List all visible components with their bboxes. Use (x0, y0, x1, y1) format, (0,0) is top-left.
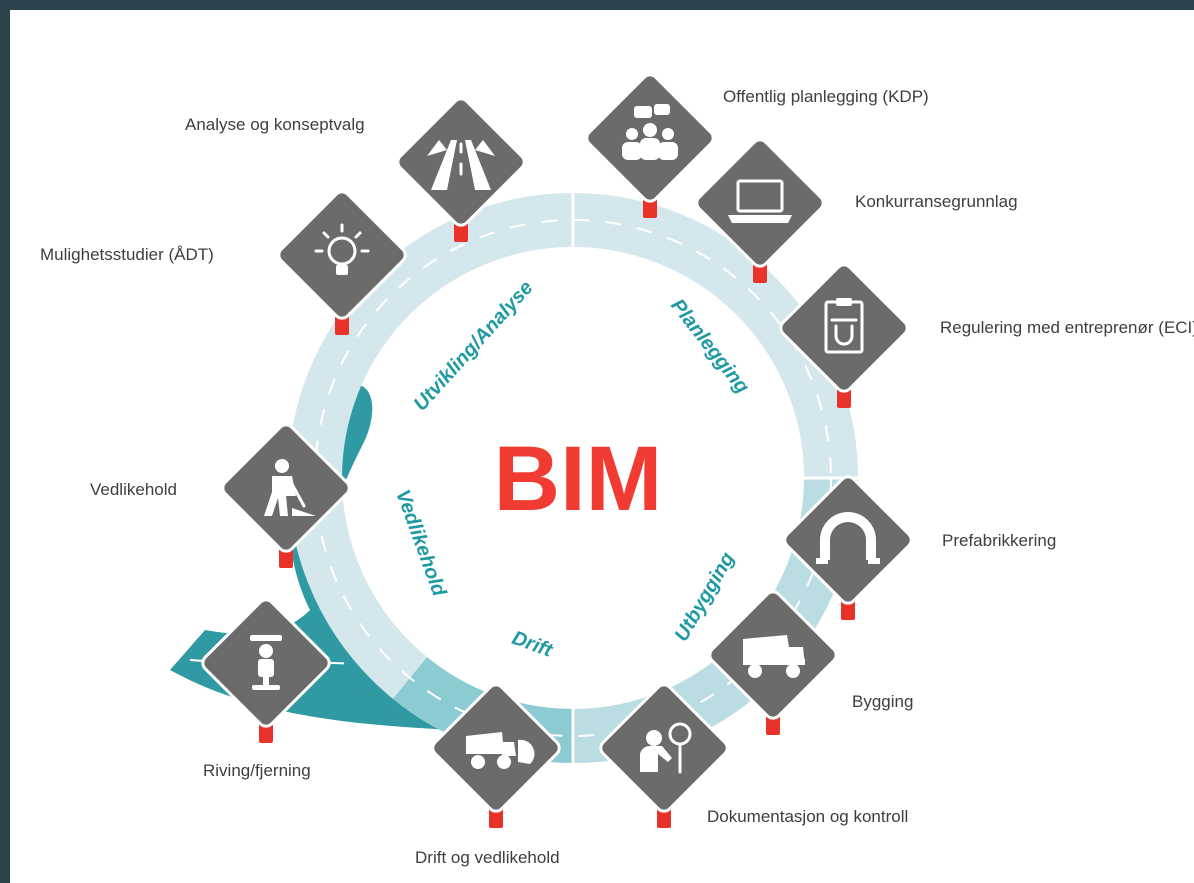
step-drift (431, 683, 561, 828)
laptop-icon (728, 179, 792, 223)
step-label-analyse: Analyse og konseptvalg (185, 115, 365, 134)
sign-face (277, 190, 407, 320)
step-vedlikehold (221, 423, 351, 568)
center-title: BIM (494, 428, 663, 530)
step-prefabrikkering (783, 475, 913, 620)
step-bygging (708, 590, 838, 735)
dump-truck-icon (743, 635, 805, 678)
road-worker-icon (264, 459, 316, 516)
step-label-drift: Drift og vedlikehold (415, 848, 560, 867)
step-riving (201, 598, 331, 743)
arch-icon (816, 512, 880, 564)
sign-face (599, 683, 729, 813)
step-label-mulighetsstudier: Mulighetsstudier (ÅDT) (40, 245, 214, 264)
step-label-vedlikehold: Vedlikehold (90, 480, 177, 499)
step-offentlig (585, 73, 715, 218)
people-chat-icon (622, 104, 678, 160)
sign-face (695, 138, 825, 268)
step-label-dokumentasjon: Dokumentasjon og kontroll (707, 807, 908, 826)
step-analyse (396, 97, 526, 242)
diagram-frame: BIM Utvikling/Analyse Planlegging Utbygg… (10, 10, 1194, 883)
sign-face (779, 263, 909, 393)
step-label-prefabrikkering: Prefabrikkering (942, 531, 1056, 550)
step-label-offentlig: Offentlig planlegging (KDP) (723, 87, 929, 106)
snowplow-truck-icon (466, 732, 535, 769)
step-label-konkurranse: Konkurransegrunnlag (855, 192, 1018, 211)
step-mulighetsstudier (277, 190, 407, 335)
sign-face (396, 97, 526, 227)
step-regulering (779, 263, 909, 408)
bim-lifecycle-diagram: BIM Utvikling/Analyse Planlegging Utbygg… (40, 73, 1194, 867)
jackhammer-icon (250, 635, 282, 690)
lightbulb-icon (314, 223, 370, 275)
road-icon (427, 140, 495, 190)
stage-label-vedlikehold: Vedlikehold (391, 487, 450, 600)
clipboard-magnet-icon (824, 298, 864, 354)
inspector-icon (640, 722, 692, 774)
step-konkurranse (695, 138, 825, 283)
sign-face (783, 475, 913, 605)
step-label-regulering: Regulering med entreprenør (ECI) (940, 318, 1194, 337)
step-label-riving: Riving/fjerning (203, 761, 311, 780)
step-label-bygging: Bygging (852, 692, 913, 711)
stage-label-drift: Drift (509, 627, 556, 662)
step-dokumentasjon (599, 683, 729, 828)
